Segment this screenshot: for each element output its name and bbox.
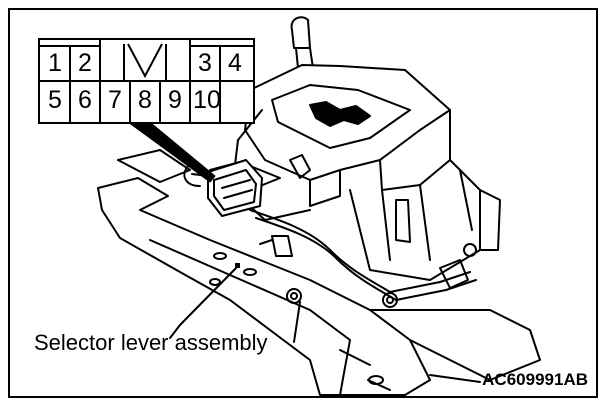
shift-gate-housing (231, 64, 501, 281)
connector-grid (40, 40, 253, 122)
selector-lever-illustration (97, 16, 541, 396)
cable-linkage (249, 209, 477, 308)
assembly-caption: Selector lever assembly (34, 330, 268, 355)
pin-5: 5 (48, 85, 62, 114)
base-frame (97, 149, 541, 396)
pin-6: 6 (78, 85, 92, 114)
pin-4: 4 (228, 48, 242, 77)
connector-on-housing (183, 159, 263, 217)
figure-frame: 1 2 3 4 5 6 7 8 9 10 Selector lever asse… (8, 8, 598, 398)
caption-leader-secondary (293, 301, 301, 343)
connector-key-notch (127, 43, 163, 79)
pin-1: 1 (48, 48, 62, 77)
caption-leader (169, 263, 240, 339)
pin-10: 10 (193, 85, 221, 114)
pin-2: 2 (78, 48, 92, 77)
pin-8: 8 (138, 85, 152, 114)
figure-code: AC609991AB (482, 370, 588, 389)
pin-9: 9 (168, 85, 182, 114)
pin-7: 7 (108, 85, 122, 114)
pin-3: 3 (198, 48, 212, 77)
connector-pin-diagram: 1 2 3 4 5 6 7 8 9 10 (38, 38, 255, 124)
